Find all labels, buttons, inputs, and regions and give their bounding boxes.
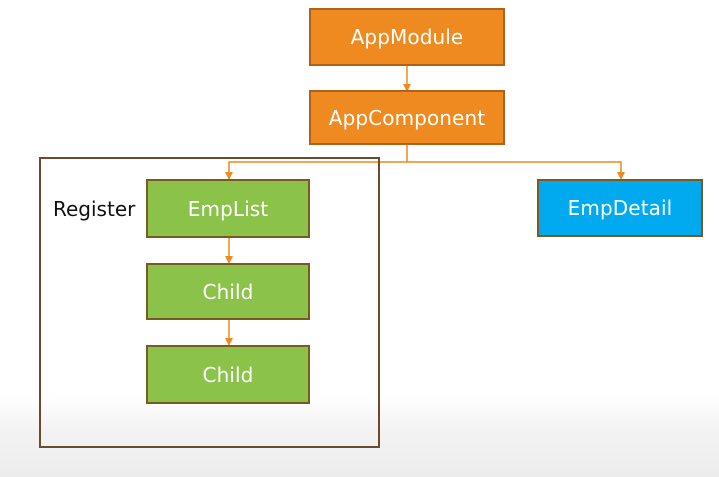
emp-detail-node: EmpDetail	[537, 179, 703, 237]
app-component-node: AppComponent	[309, 90, 505, 145]
child-node-2: Child	[146, 345, 310, 404]
app-module-node: AppModule	[309, 8, 505, 66]
connector-component-to-emplist	[225, 145, 408, 180]
register-group	[39, 157, 380, 448]
connector-component-to-empdetail	[407, 161, 625, 180]
register-group-label: Register	[53, 197, 136, 221]
emp-list-node: EmpList	[146, 179, 310, 238]
child-node-1: Child	[146, 263, 310, 320]
